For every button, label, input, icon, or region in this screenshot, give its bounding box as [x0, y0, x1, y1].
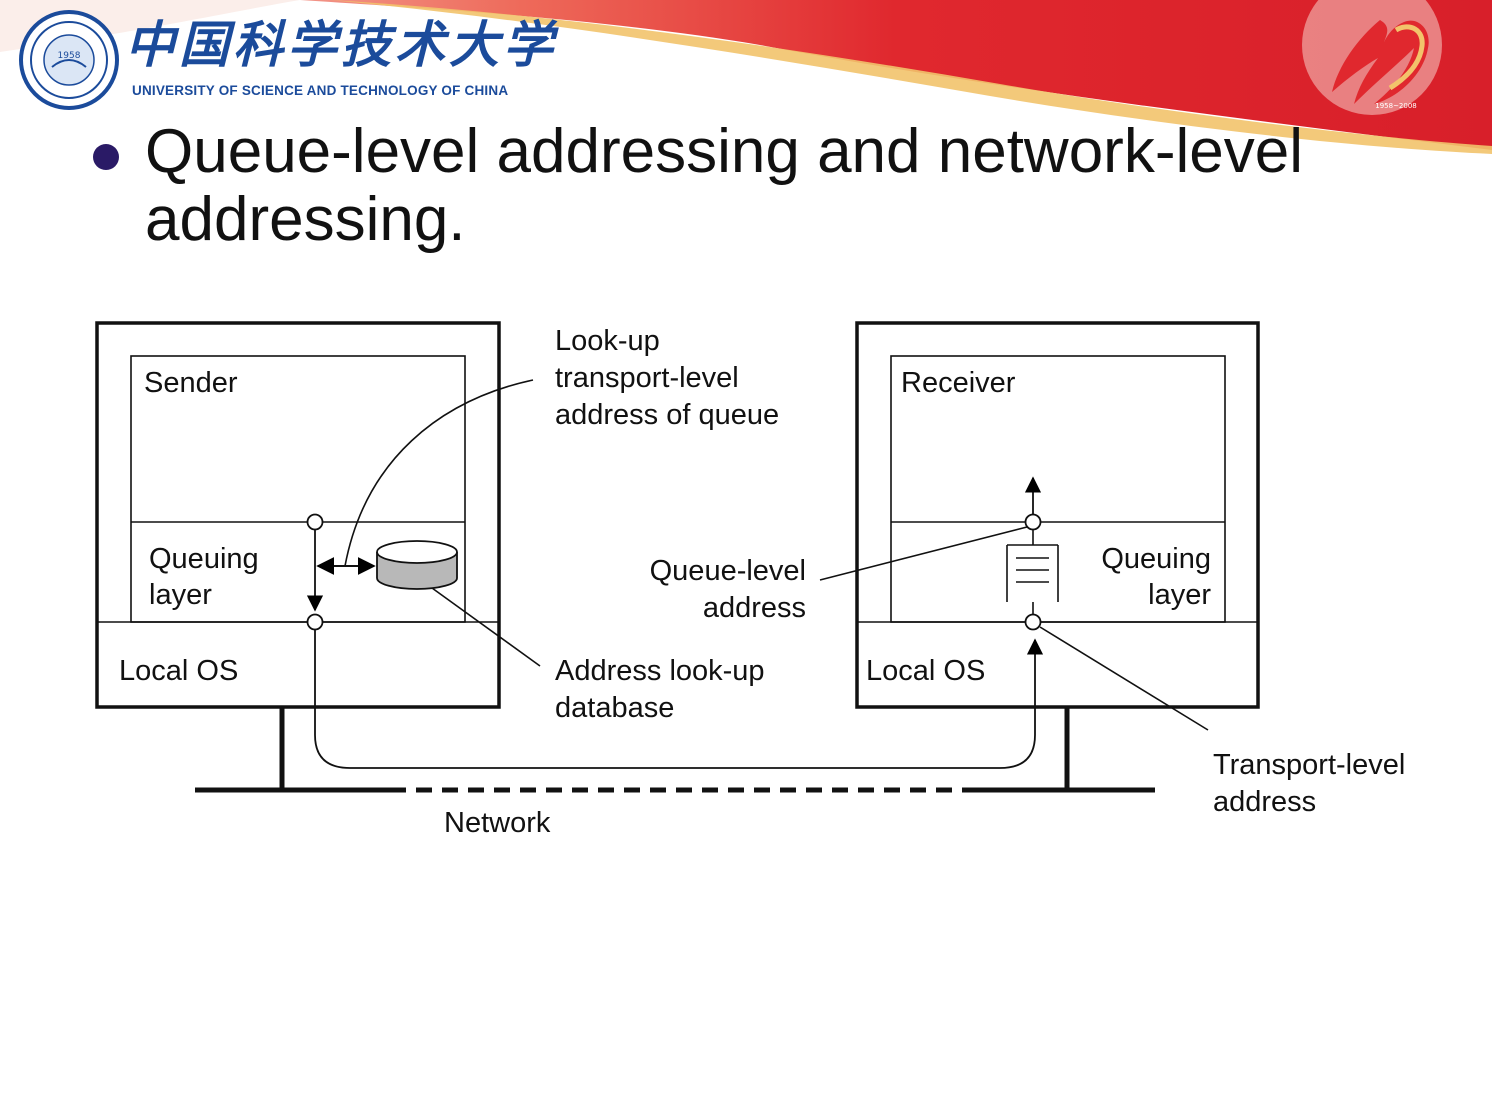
receiver-queuing-label-line1: Queuing — [1101, 543, 1211, 575]
sender-queuing-label-line1: Queuing — [149, 543, 259, 575]
lookup-callout-line1: Look-up — [555, 325, 660, 357]
database-callout-line1: Address look-up — [555, 655, 765, 687]
sender-queue-address-port — [306, 513, 324, 531]
university-seal-icon: 1958 — [19, 10, 119, 110]
transport-level-callout-line — [1039, 626, 1209, 731]
queue-level-callout-line1: Queue-level — [650, 555, 806, 587]
university-name-cn-text: 中国科学技术大学 — [125, 15, 559, 74]
receiver-machine — [855, 321, 1260, 709]
lookup-callout-line — [344, 379, 534, 567]
receiver-label: Receiver — [901, 367, 1016, 399]
message-path-arrow — [314, 630, 1044, 769]
queue-level-callout-line2: address — [703, 592, 806, 624]
sender-local-os-label: Local OS — [119, 655, 238, 687]
anniversary-years: 1958~2008 — [1375, 102, 1417, 110]
transport-level-callout-line1: Transport-level — [1213, 749, 1405, 781]
seal-year: 1958 — [58, 51, 81, 61]
sender-label: Sender — [144, 367, 238, 399]
network-label: Network — [444, 807, 551, 839]
lookup-callout-line3: address of queue — [555, 399, 779, 431]
queue-addressing-diagram: Sender Queuing layer Local OS Receiver Q… — [95, 321, 1405, 839]
lookup-callout-line2: transport-level — [555, 362, 739, 394]
receiver-local-os-label: Local OS — [866, 655, 985, 687]
anniversary-emblem-icon: 1958~2008 — [1332, 20, 1429, 110]
university-name-cn: 中国科学技术大学 — [125, 15, 559, 74]
receiver-queue-address-port — [1024, 513, 1042, 531]
database-callout-line — [431, 587, 541, 667]
database-callout-line2: database — [555, 692, 674, 724]
transport-level-callout-line2: address — [1213, 786, 1316, 818]
queue-level-callout-line — [819, 526, 1028, 581]
sender-queuing-label-line2: layer — [149, 579, 212, 611]
slide-bullet-text: Queue-level addressing and network-level… — [145, 117, 1303, 254]
university-name-en: UNIVERSITY OF SCIENCE AND TECHNOLOGY OF … — [132, 83, 509, 98]
receiver-transport-address-port — [1024, 613, 1042, 631]
receiver-queuing-label-line2: layer — [1148, 579, 1211, 611]
database-cylinder-icon — [376, 540, 458, 590]
receiver-queue-icon — [1006, 544, 1059, 602]
bullet-marker — [93, 144, 119, 170]
sender-transport-address-port — [306, 613, 324, 631]
sender-machine — [95, 321, 501, 709]
